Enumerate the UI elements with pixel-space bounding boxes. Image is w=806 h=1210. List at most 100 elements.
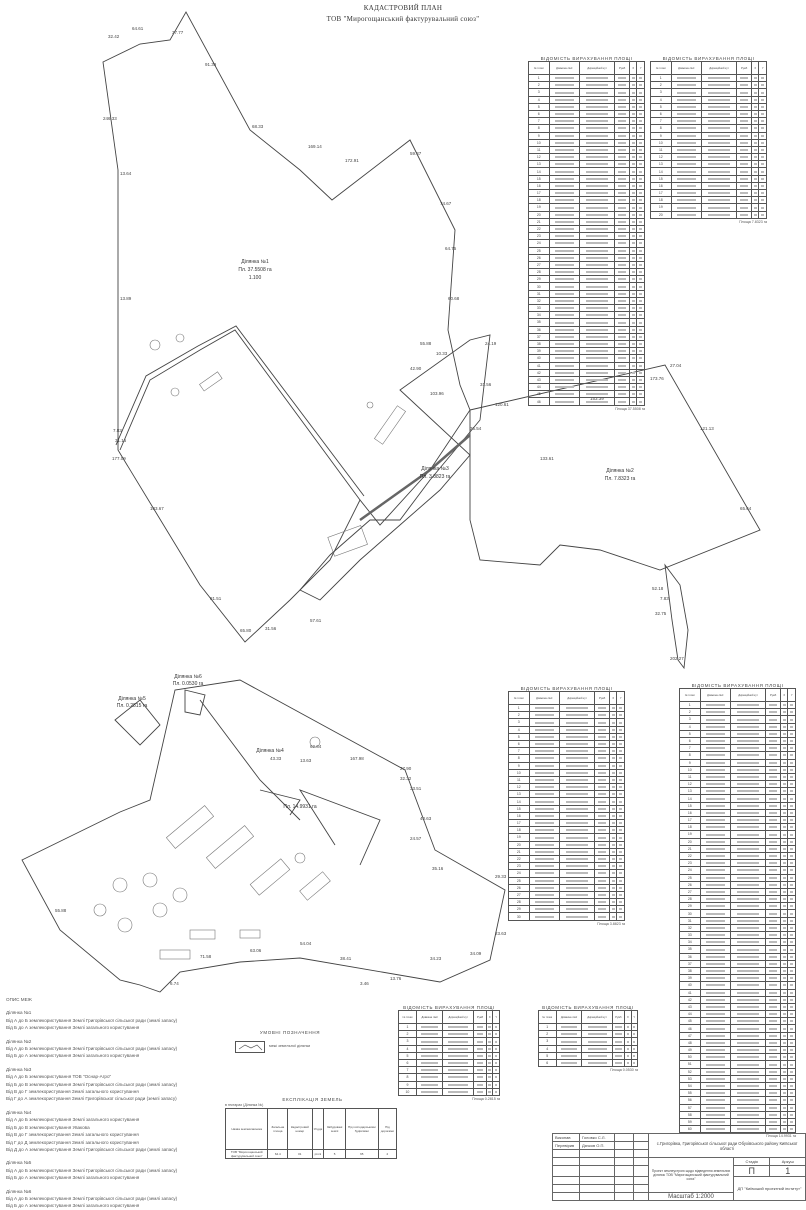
edge-length-label: 55.88	[420, 341, 432, 346]
table-row: 45	[679, 1017, 796, 1026]
table-row: 4	[538, 1044, 639, 1053]
table-row: 3	[538, 1037, 639, 1046]
table-row: 18	[679, 823, 796, 832]
table-row: 21	[528, 217, 645, 226]
parcel-3-boundary	[299, 334, 491, 601]
table-footer: Площа 37.5508 га	[615, 406, 645, 411]
table-row: 10	[508, 768, 625, 777]
table-caption: ВІДОМІСТЬ ВИРАХУВАННЯ ПЛОЩІ	[662, 56, 755, 61]
table-row: 60	[679, 1125, 796, 1134]
table-row: 39	[528, 347, 645, 356]
table-row: 8	[528, 124, 645, 133]
edge-length-label: 57.61	[310, 618, 322, 623]
table-row: 27	[679, 887, 796, 897]
table-row: 15	[679, 801, 796, 810]
explication-cell: 5	[323, 1149, 346, 1159]
table-row: 28	[528, 268, 645, 277]
edge-length-label: 62.64	[310, 744, 322, 749]
table-row: 2	[538, 1030, 639, 1039]
edge-length-label: 10.33	[436, 351, 448, 356]
edge-length-label: 103.96	[430, 391, 444, 396]
table-row: 3	[650, 88, 767, 97]
edge-length-label: 65.64	[740, 506, 752, 511]
table-row: 46	[679, 1024, 796, 1033]
table-row: 32	[528, 296, 645, 306]
table-row: 24	[508, 869, 625, 878]
table-row: 27	[508, 890, 625, 900]
edge-length-label: 81.51	[210, 596, 222, 601]
table-row: 15	[508, 804, 625, 813]
table-row: 9	[528, 131, 645, 140]
explication-cell: 2	[377, 1149, 398, 1159]
table-row: 16	[508, 811, 625, 821]
table-row: 20	[650, 210, 767, 219]
table-row: 36	[679, 952, 796, 961]
table-row: 35	[679, 945, 796, 954]
edge-length-label: 13.76	[390, 976, 402, 981]
table-row: 10	[398, 1087, 500, 1096]
table-row: 7	[398, 1066, 500, 1075]
table-row: 2	[528, 81, 645, 90]
edge-length-label: 29.33	[495, 874, 507, 879]
road	[199, 699, 301, 821]
table-row: 25	[528, 246, 645, 255]
boundary-description-title: ОПИС МЕЖ	[6, 997, 32, 1002]
stamp-person: Головко С.Л.	[579, 1133, 615, 1142]
table-header: Y	[492, 1010, 500, 1024]
table-row: 55	[679, 1089, 796, 1098]
edge-length-label: 33.51	[410, 786, 422, 791]
edge-length-label: 54.04	[300, 941, 312, 946]
table-row: 11	[508, 775, 625, 785]
table-row: 6	[398, 1058, 500, 1068]
table-row: 27	[528, 260, 645, 270]
table-row: 16	[528, 181, 645, 191]
edge-length-label: 103.67	[150, 506, 164, 511]
table-row: 1	[398, 1022, 500, 1032]
table-row: 12	[679, 780, 796, 789]
page-title: КАДАСТРОВИЙ ПЛАН	[363, 4, 443, 12]
table-row: 23	[528, 232, 645, 241]
edge-length-label: 91.39	[205, 62, 217, 67]
table-row: 4	[650, 95, 767, 104]
edge-length-label: 35.16	[432, 866, 444, 871]
edge-length-label: 172.91	[345, 158, 359, 163]
table-row: 5	[528, 102, 645, 111]
boundary-line: Від Б до А землекористування Землі загал…	[6, 1053, 140, 1059]
table-row: 12	[650, 153, 767, 162]
table-row: 19	[679, 830, 796, 839]
table-header: Довжина лінії	[548, 61, 580, 75]
table-footer: Площа 0.0530 га	[610, 1068, 638, 1073]
edge-length-label: 31.16	[115, 438, 127, 443]
table-caption: ВІДОМІСТЬ ВИРАХУВАННЯ ПЛОЩІ	[542, 1005, 634, 1010]
table-footer: Площа 0.2815 га	[472, 1096, 500, 1101]
parcel-5-name: Ділянка №5	[118, 696, 146, 702]
table-row: 38	[528, 339, 645, 349]
table-row: 4	[508, 725, 625, 734]
explication-cell: 65	[344, 1149, 379, 1159]
parcel-4-boundary	[21, 679, 506, 993]
conventions-item: межі земельної ділянки	[269, 1044, 311, 1049]
table-row: 49	[679, 1045, 796, 1055]
table-row: 50	[679, 1053, 796, 1062]
table-row: 3	[398, 1037, 500, 1046]
boundary-line: Від А до Б землекористування ТОВ "Оснар-…	[6, 1074, 112, 1080]
conventions: УМОВНІ ПОЗНАЧЕННЯ межі земельної ділянки	[235, 1030, 345, 1053]
table-row: 21	[508, 847, 625, 856]
edge-length-label: 23.63	[495, 931, 507, 936]
parcel-5-area: Пл. 0.2815 га	[117, 703, 148, 709]
edge-length-label: 64.61	[132, 26, 144, 31]
boundary-line: Від Б до А землекористування Землі загал…	[6, 1203, 140, 1209]
page-subtitle: ТОВ "Мирогощанський фактурувальний союз"	[326, 15, 480, 23]
table-row: 8	[508, 754, 625, 763]
table-header: Y	[787, 688, 796, 702]
parcel-3-name: Ділянка №3	[421, 466, 449, 472]
table-row: 10	[679, 765, 796, 774]
table-row: 18	[650, 196, 767, 205]
table-header: X	[608, 691, 618, 705]
table-row: 57	[679, 1103, 796, 1112]
edge-length-label: 167.98	[350, 756, 364, 761]
edge-length-label: 37.77	[172, 30, 184, 35]
